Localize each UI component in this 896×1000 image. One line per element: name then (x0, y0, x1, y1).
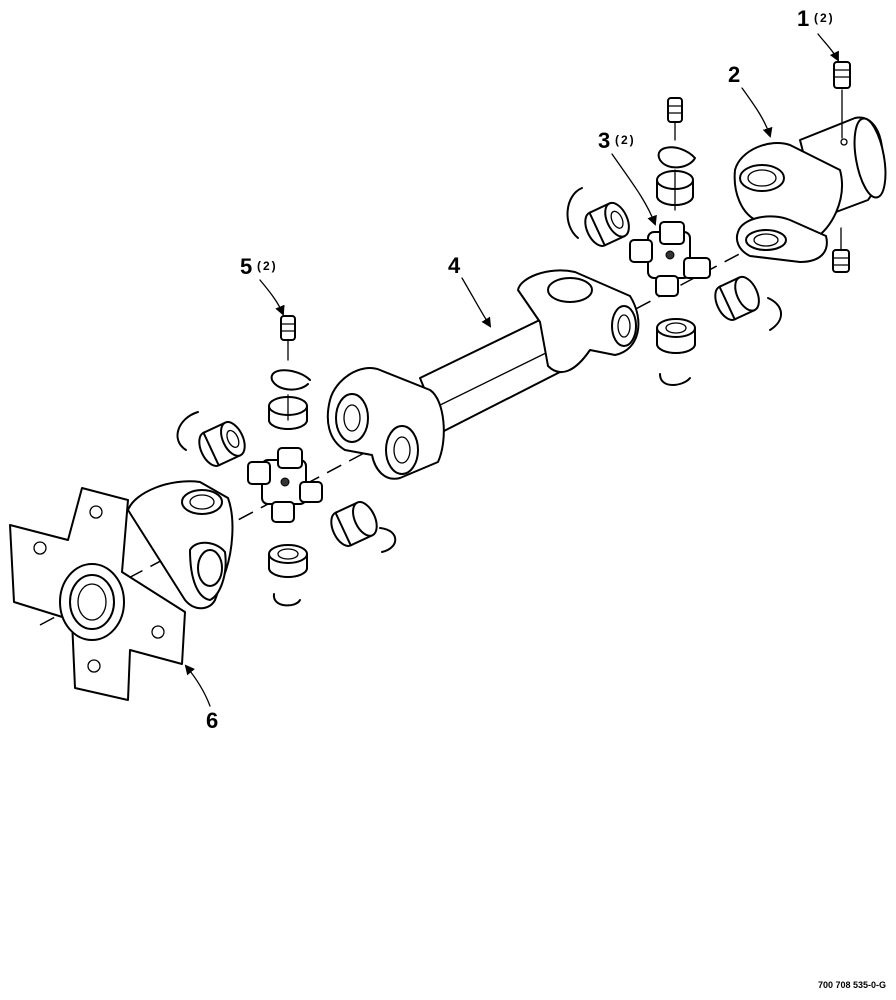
callout-1-qty: (2) (814, 11, 835, 25)
tube-shaft-part-4 (326, 269, 640, 480)
flange-yoke-part-6 (9, 480, 234, 701)
callout-6-number: 6 (206, 708, 218, 733)
callout-4-number: 4 (448, 253, 461, 278)
grease-fitting-part-1 (832, 61, 851, 273)
callout-6: 6 (206, 708, 218, 733)
callout-2: 2 (728, 62, 740, 87)
callout-2-number: 2 (728, 62, 740, 87)
callout-5-number: 5 (240, 254, 252, 279)
callout-3: 3 (2) (598, 128, 636, 153)
lower-universal-joint-part-5 (176, 315, 397, 607)
callout-3-qty: (2) (615, 133, 636, 147)
slip-yoke-part-2 (733, 116, 887, 263)
upper-universal-joint-part-3 (566, 97, 782, 386)
callout-4: 4 (448, 253, 461, 278)
callout-3-number: 3 (598, 128, 610, 153)
callout-1: 1 (2) (797, 6, 835, 31)
callout-5: 5 (2) (240, 254, 278, 279)
leader-arrows (184, 33, 839, 707)
callout-5-qty: (2) (257, 259, 278, 273)
callout-1-number: 1 (797, 6, 809, 31)
drawing-number: 700 708 535-0-G (818, 980, 886, 990)
